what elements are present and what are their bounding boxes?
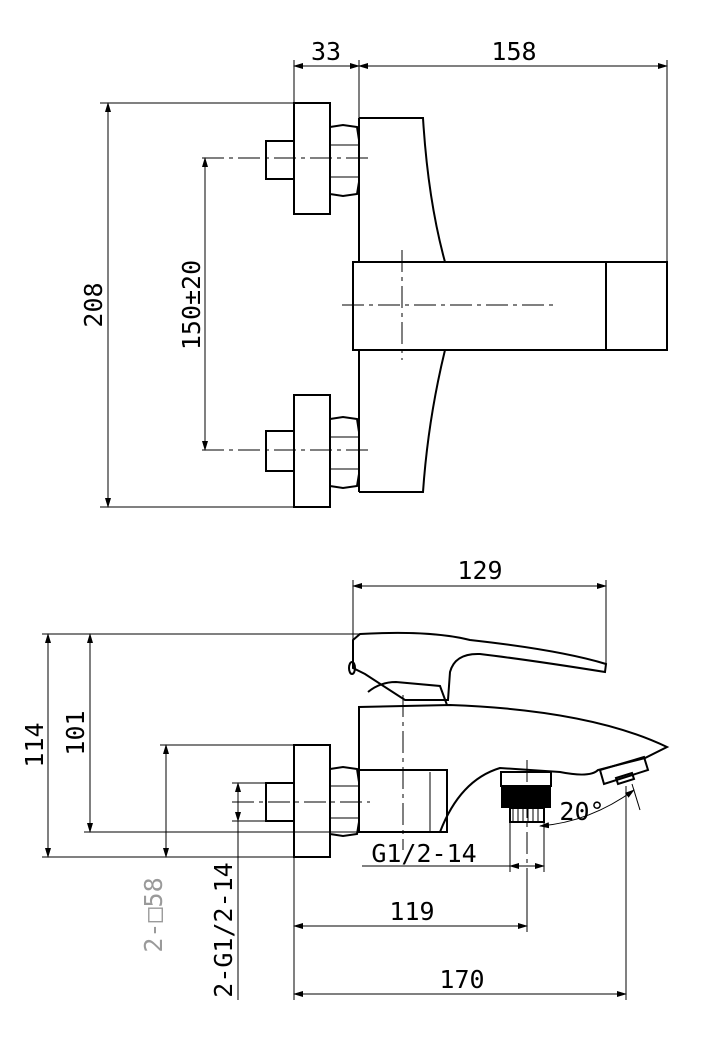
dim-body-length: 158 bbox=[491, 37, 536, 66]
dim-outlet-thread: G1/2-14 bbox=[371, 839, 476, 868]
side-outlet bbox=[500, 771, 552, 823]
dim-total-height: 114 bbox=[20, 722, 49, 767]
top-view: 33 158 208 150±20 bbox=[79, 37, 668, 508]
dim-overall-height: 208 bbox=[79, 282, 108, 327]
dim-offset: 33 bbox=[311, 37, 341, 66]
dim-inlet-spacing: 150±20 bbox=[177, 260, 206, 350]
dim-lever-reach: 129 bbox=[457, 556, 502, 585]
side-view: 129 114 101 2-□58 2-G1/2-14 G1/2-14 20° bbox=[20, 556, 670, 1000]
dim-spout-length: 170 bbox=[439, 965, 484, 994]
dim-spout-angle: 20° bbox=[559, 797, 604, 826]
side-handle bbox=[348, 631, 608, 706]
dim-inlet-thread: 2-G1/2-14 bbox=[209, 862, 238, 997]
dim-outlet-distance: 119 bbox=[389, 897, 434, 926]
side-inlet bbox=[265, 744, 360, 858]
top-body bbox=[352, 117, 668, 493]
dim-handle-height: 101 bbox=[61, 710, 90, 755]
top-inlet-lower bbox=[265, 394, 360, 508]
side-spout-tip bbox=[598, 755, 650, 786]
dim-nut-size: 2-□58 bbox=[139, 877, 168, 952]
